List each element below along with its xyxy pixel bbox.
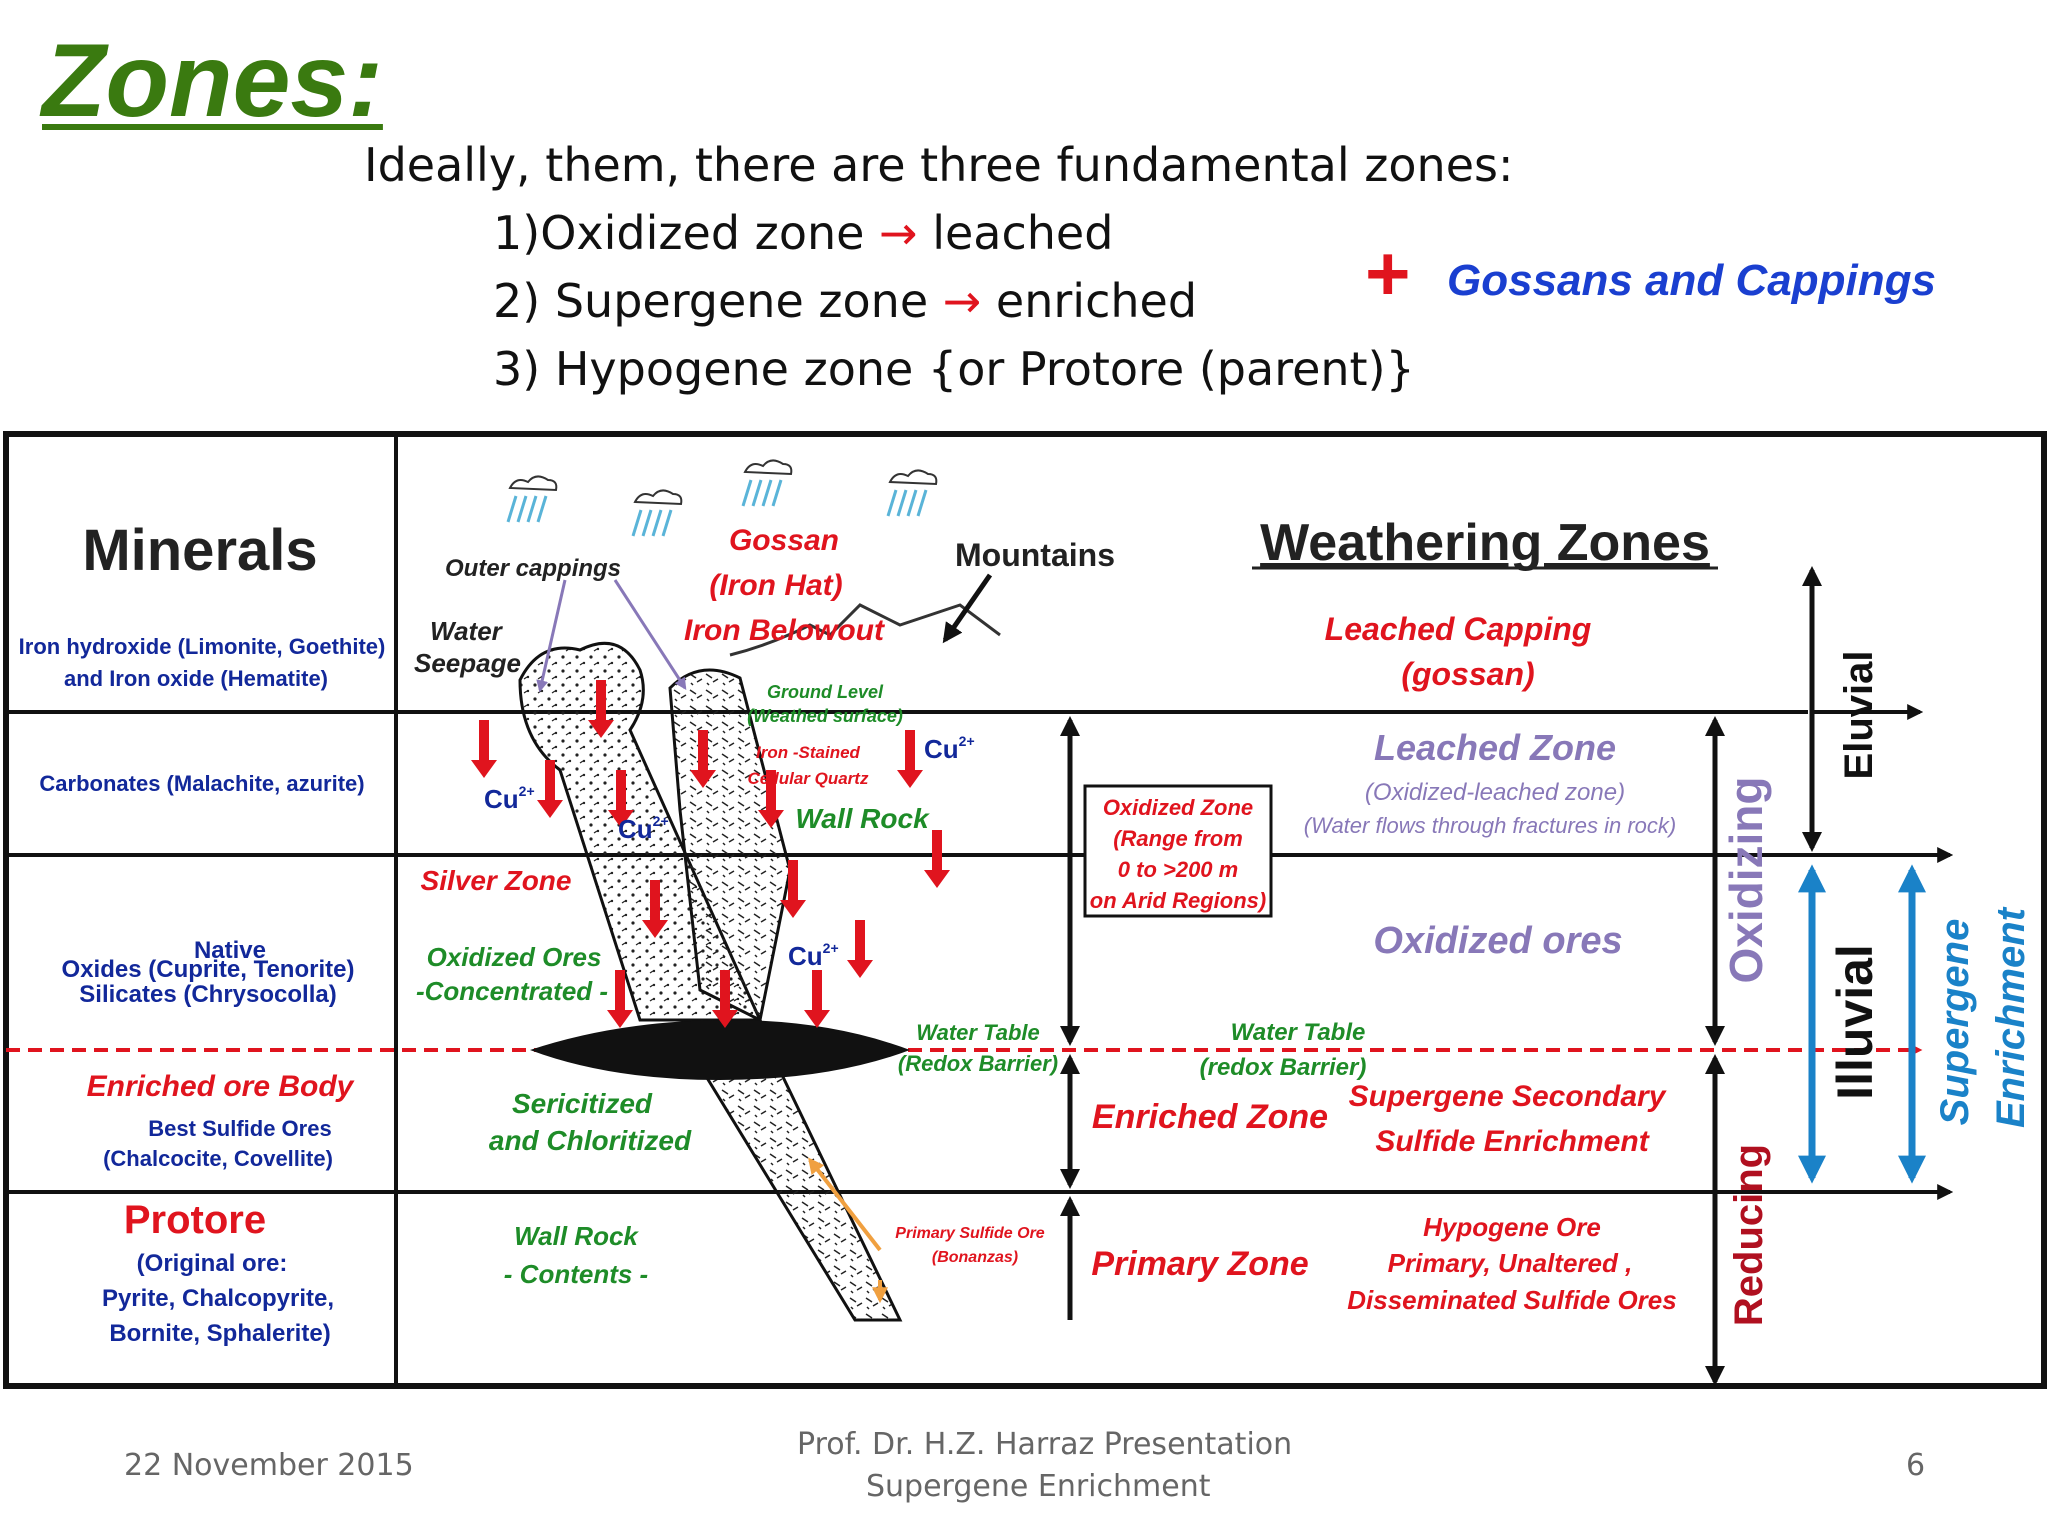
zone-name: 1)Oxidized zone	[493, 206, 865, 260]
cellular-quartz-label: Cellular Quartz	[748, 769, 869, 788]
oxidized-ores-label: Oxidized Ores	[427, 942, 602, 972]
outer-cappings-pointer	[613, 579, 687, 691]
weathering-zones-heading: Weathering Zones	[1260, 514, 1710, 572]
oxidized-range-box	[1083, 784, 1273, 918]
bonanzas-label: (Bonanzas)	[932, 1249, 1018, 1266]
cu-ion-label: Cu2+	[484, 783, 535, 814]
primary-sulfide-label: Primary Sulfide Ore	[895, 1225, 1044, 1242]
gossan-weathering-label: (gossan)	[1401, 656, 1534, 692]
minerals-heading: Minerals	[82, 518, 317, 583]
footer-page-number: 6	[1906, 1448, 1926, 1483]
oxidized-ores-weathering-label: Oxidized ores	[1373, 920, 1622, 962]
ground-level-label: Ground Level	[767, 682, 884, 702]
concentrated-label: -Concentrated -	[416, 976, 608, 1006]
gossan-label: Gossan	[729, 524, 839, 557]
pyrite-label: Pyrite, Chalcopyrite,	[102, 1285, 334, 1312]
zone-name: 2) Supergene zone	[493, 274, 929, 328]
intro-text: Ideally, them, there are three fundament…	[364, 138, 1514, 192]
primary-zone-label: Primary Zone	[1091, 1245, 1308, 1283]
illuvial-label: Illuvial	[1827, 944, 1883, 1100]
water-table-label: Water Table	[916, 1020, 1039, 1045]
sulfide-enrichment-label: Sulfide Enrichment	[1375, 1125, 1650, 1158]
iron-hydroxide-label: Iron hydroxide (Limonite, Goethite)	[19, 634, 386, 659]
range-box-line: Oxidized Zone	[1103, 795, 1253, 820]
leached-capping-label: Leached Capping	[1325, 611, 1592, 647]
footer-topic: Supergene Enrichment	[866, 1469, 1211, 1504]
disseminated-label: Disseminated Sulfide Ores	[1347, 1285, 1676, 1315]
outer-cappings-label: Outer cappings	[445, 555, 621, 582]
arrow-icon: →	[942, 274, 982, 328]
mountains-icon	[729, 603, 1001, 657]
weathering-zones-diagram: Minerals Iron hydroxide (Limonite, Goeth…	[3, 431, 2047, 1389]
cu-ion-label: Cu2+	[788, 940, 839, 971]
reducing-label: Reducing	[1727, 1144, 1771, 1326]
silicates-label: Silicates (Chrysocolla)	[79, 981, 336, 1008]
outer-cappings-pointer	[536, 579, 567, 693]
iron-hat-label: (Iron Hat)	[709, 569, 842, 602]
mountains-pointer	[942, 573, 993, 644]
enriched-ore-body-label: Enriched ore Body	[87, 1070, 355, 1103]
cu-ion-label: Cu2+	[924, 733, 975, 764]
plus-sign: +	[1365, 229, 1411, 317]
eluvial-label: Eluvial	[1837, 651, 1881, 780]
redox-barrier-label: (Redox Barrier)	[898, 1051, 1058, 1076]
sericitized-label: Sericitized	[512, 1088, 653, 1119]
range-box-line: (Range from	[1113, 826, 1243, 851]
footer-author: Prof. Dr. H.Z. Harraz Presentation	[797, 1427, 1293, 1462]
range-box-line: 0 to >200 m	[1118, 857, 1238, 882]
contents-label: - Contents -	[504, 1259, 648, 1289]
enrichment-label: Enrichment	[1989, 906, 2033, 1128]
original-ore-label: (Original ore:	[137, 1250, 288, 1277]
oxidizing-label: Oxidizing	[1720, 777, 1772, 984]
arrow-icon: →	[879, 206, 918, 260]
zone-item-supergene: 2) Supergene zone → enriched	[493, 274, 1197, 328]
hypogene-ore-label: Hypogene Ore	[1423, 1212, 1601, 1242]
diagram-frame	[3, 431, 2047, 1389]
silver-zone-label: Silver Zone	[421, 865, 572, 896]
carbonates-label: Carbonates (Malachite, azurite)	[39, 771, 364, 796]
leached-zone-label: Leached Zone	[1374, 727, 1616, 768]
best-sulfide-ores-label: Best Sulfide Ores	[148, 1116, 331, 1141]
chalcocite-label: (Chalcocite, Covellite)	[103, 1146, 333, 1171]
zone-result: leached	[932, 206, 1114, 260]
native-label: Native	[194, 937, 266, 964]
zone-item-oxidized: 1)Oxidized zone → leached	[493, 206, 1113, 260]
supergene-label: Supergene	[1933, 919, 1977, 1126]
primary-unaltered-label: Primary, Unaltered ,	[1388, 1248, 1633, 1278]
gossans-note: Gossans and Cappings	[1447, 256, 1936, 305]
zone-name: 3) Hypogene zone {or Protore (parent)}	[493, 342, 1415, 396]
cu-ion-label: Cu2+	[618, 813, 669, 844]
water-label: Water	[430, 616, 504, 646]
chloritized-label: and Chloritized	[489, 1125, 692, 1156]
iron-belowout-label: Iron Belowout	[684, 614, 886, 647]
oxidized-leached-label: (Oxidized-leached zone)	[1365, 779, 1625, 806]
range-box-line: on Arid Regions)	[1090, 888, 1266, 913]
water-flows-label: (Water flows through fractures in rock)	[1304, 813, 1677, 838]
rain-cloud-icon	[506, 459, 938, 537]
mountains-label: Mountains	[955, 537, 1115, 573]
protore-label: Protore	[124, 1198, 266, 1242]
iron-oxide-label: and Iron oxide (Hematite)	[64, 666, 328, 691]
primary-sulfide-pointer	[808, 1157, 882, 1252]
bornite-label: Bornite, Sphalerite)	[109, 1320, 330, 1347]
wall-rock-contents-label: Wall Rock	[514, 1221, 639, 1251]
enriched-zone-label: Enriched Zone	[1092, 1098, 1328, 1136]
slide-title: Zones:	[42, 23, 383, 139]
redox-barrier-weathering-label: (redox Barrier)	[1200, 1054, 1367, 1081]
enriched-ore-lens	[530, 1020, 910, 1080]
water-table-weathering-label: Water Table	[1231, 1019, 1366, 1046]
weathed-surface-label: (Weathed surface)	[747, 706, 903, 726]
footer-date: 22 November 2015	[124, 1448, 414, 1483]
wall-rock-label: Wall Rock	[795, 803, 930, 834]
iron-stained-label: Iron -Stained	[756, 743, 861, 762]
oxides-label: Oxides (Cuprite, Tenorite)	[62, 956, 355, 983]
zone-item-hypogene: 3) Hypogene zone {or Protore (parent)}	[493, 342, 1415, 396]
supergene-secondary-label: Supergene Secondary	[1349, 1080, 1667, 1113]
zone-result: enriched	[995, 274, 1198, 328]
seepage-label: Seepage	[414, 648, 521, 678]
downward-flow-arrows	[471, 680, 950, 1028]
